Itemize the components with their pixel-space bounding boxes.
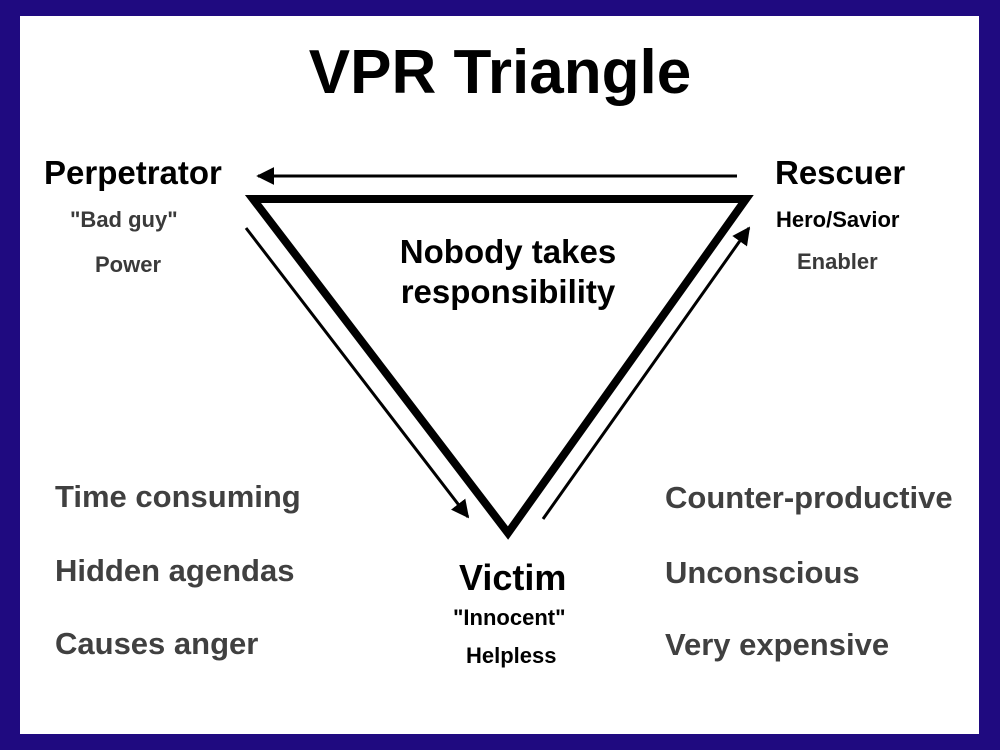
left-effect-2: Hidden agendas <box>55 553 295 588</box>
right-effect-1: Counter-productive <box>665 480 953 515</box>
left-effect-3: Causes anger <box>55 626 259 661</box>
center-label: Nobody takes responsibility <box>399 233 617 310</box>
rescuer-trait: Enabler <box>797 249 878 274</box>
drama-triangle-outline <box>244 195 754 540</box>
rescuer-alias: Hero/Savior <box>776 207 900 232</box>
victim-to-rescuer-arrow <box>541 226 751 520</box>
page-title: VPR Triangle <box>308 38 692 107</box>
victim-alias: "Innocent" <box>453 605 566 630</box>
slide-canvas <box>20 16 979 734</box>
victim-label: Victim <box>459 557 567 598</box>
perpetrator-to-victim-arrow <box>244 227 470 519</box>
rescuer-label: Rescuer <box>775 154 906 191</box>
right-effect-2: Unconscious <box>665 555 860 590</box>
right-effect-3: Very expensive <box>665 627 890 662</box>
perpetrator-label: Perpetrator <box>44 154 222 191</box>
left-effect-1: Time consuming <box>55 479 301 514</box>
perpetrator-alias: "Bad guy" <box>70 207 178 232</box>
victim-trait: Helpless <box>466 643 557 668</box>
perpetrator-trait: Power <box>95 252 162 277</box>
